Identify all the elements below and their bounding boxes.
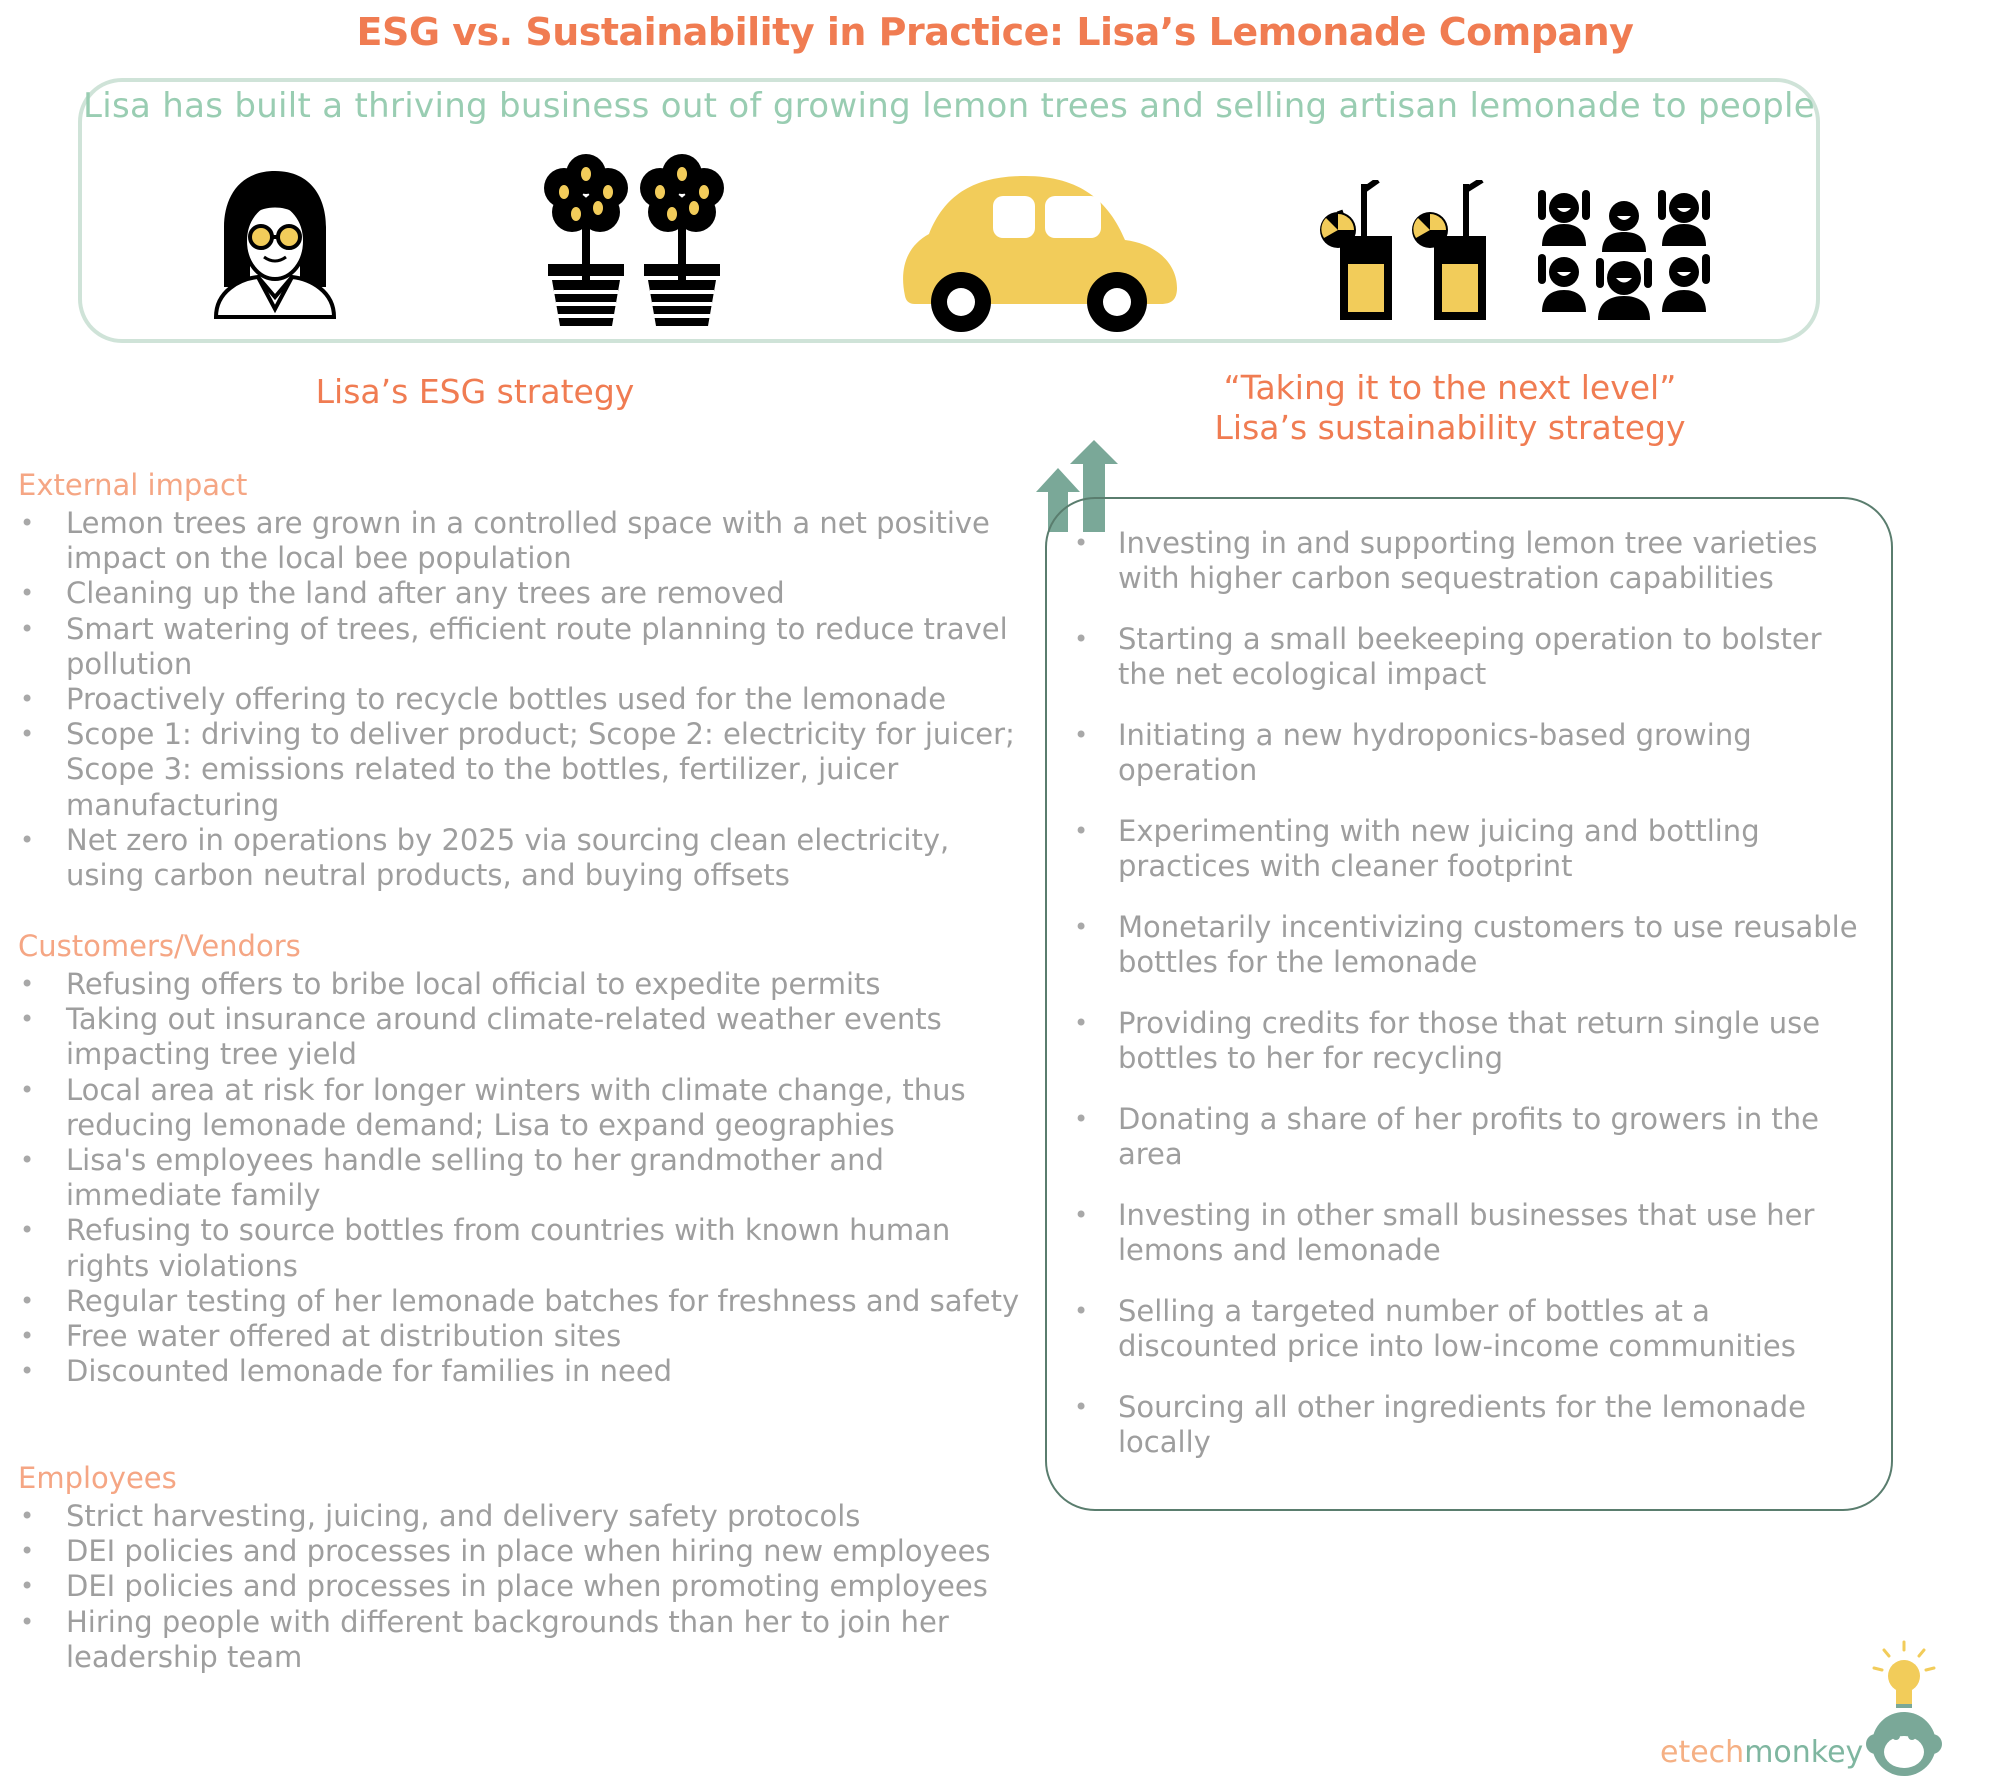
story-text: Lisa has built a thriving business out o… [82, 86, 1816, 126]
sustainability-title-line2: Lisa’s sustainability strategy [1214, 408, 1686, 447]
section-heading-customers-vendors: Customers/Vendors [18, 929, 301, 963]
list-item: Discounted lemonade for families in need [18, 1354, 1028, 1389]
list-item: Lemon trees are grown in a controlled sp… [18, 506, 1028, 576]
external-impact-list: Lemon trees are grown in a controlled sp… [18, 506, 1028, 893]
list-item: DEI policies and processes in place when… [18, 1569, 1028, 1604]
list-item: Initiating a new hydroponics-based growi… [1066, 718, 1866, 814]
list-item: Hiring people with different backgrounds… [18, 1605, 1028, 1675]
potted-lemon-tree-icon [640, 154, 724, 326]
list-item: Local area at risk for longer winters wi… [18, 1073, 1028, 1143]
list-item: Selling a targeted number of bottles at … [1066, 1294, 1866, 1390]
list-item: Taking out insurance around climate-rela… [18, 1002, 1028, 1072]
story-box [78, 78, 1820, 343]
list-item: Investing in other small businesses that… [1066, 1198, 1866, 1294]
list-item: Scope 1: driving to deliver product; Sco… [18, 717, 1028, 823]
list-item: Donating a share of her profits to growe… [1066, 1102, 1866, 1198]
list-item: Smart watering of trees, efficient route… [18, 612, 1028, 682]
list-item: Net zero in operations by 2025 via sourc… [18, 823, 1028, 893]
list-item: Cleaning up the land after any trees are… [18, 576, 1028, 611]
woman-with-glasses-icon [213, 171, 337, 319]
list-item: Sourcing all other ingredients for the l… [1066, 1390, 1866, 1486]
section-heading-external-impact: External impact [18, 468, 248, 502]
list-item: Regular testing of her lemonade batches … [18, 1284, 1028, 1319]
list-item: Investing in and supporting lemon tree v… [1066, 526, 1866, 622]
list-item: Free water offered at distribution sites [18, 1319, 1028, 1354]
brand-part-1: etech [1660, 1735, 1745, 1770]
sustainability-strategy-title: “Taking it to the next level” Lisa’s sus… [1150, 368, 1750, 448]
monkey-lightbulb-logo-icon [1866, 1640, 1942, 1776]
page-title: ESG vs. Sustainability in Practice: Lisa… [356, 10, 1634, 54]
customers-vendors-list: Refusing offers to bribe local official … [18, 967, 1028, 1390]
list-item: Monetarily incentivizing customers to us… [1066, 910, 1866, 1006]
list-item: Proactively offering to recycle bottles … [18, 682, 1028, 717]
car-icon [903, 176, 1177, 332]
brand-name: etechmonkey [1660, 1735, 1863, 1770]
list-item: Strict harvesting, juicing, and delivery… [18, 1499, 1028, 1534]
brand-part-2: monkey [1744, 1735, 1864, 1770]
list-item: Refusing to source bottles from countrie… [18, 1213, 1028, 1283]
list-item: Lisa's employees handle selling to her g… [18, 1143, 1028, 1213]
esg-strategy-title: Lisa’s ESG strategy [315, 372, 635, 411]
up-arrows-icon [1036, 440, 1118, 532]
potted-lemon-tree-icon [544, 154, 628, 326]
sustainability-list: Investing in and supporting lemon tree v… [1066, 526, 1866, 1486]
list-item: Starting a small beekeeping operation to… [1066, 622, 1866, 718]
list-item: Experimenting with new juicing and bottl… [1066, 814, 1866, 910]
lemonade-glass-icon [1320, 180, 1392, 320]
sustainability-box [1045, 497, 1893, 1511]
list-item: Refusing offers to bribe local official … [18, 967, 1028, 1002]
lemonade-glass-icon [1412, 180, 1486, 320]
sustainability-title-line1: “Taking it to the next level” [1223, 368, 1677, 407]
list-item: DEI policies and processes in place when… [18, 1534, 1028, 1569]
employees-list: Strict harvesting, juicing, and delivery… [18, 1499, 1028, 1675]
crowd-icon [1538, 190, 1710, 320]
section-heading-employees: Employees [18, 1461, 177, 1495]
list-item: Providing credits for those that return … [1066, 1006, 1866, 1102]
